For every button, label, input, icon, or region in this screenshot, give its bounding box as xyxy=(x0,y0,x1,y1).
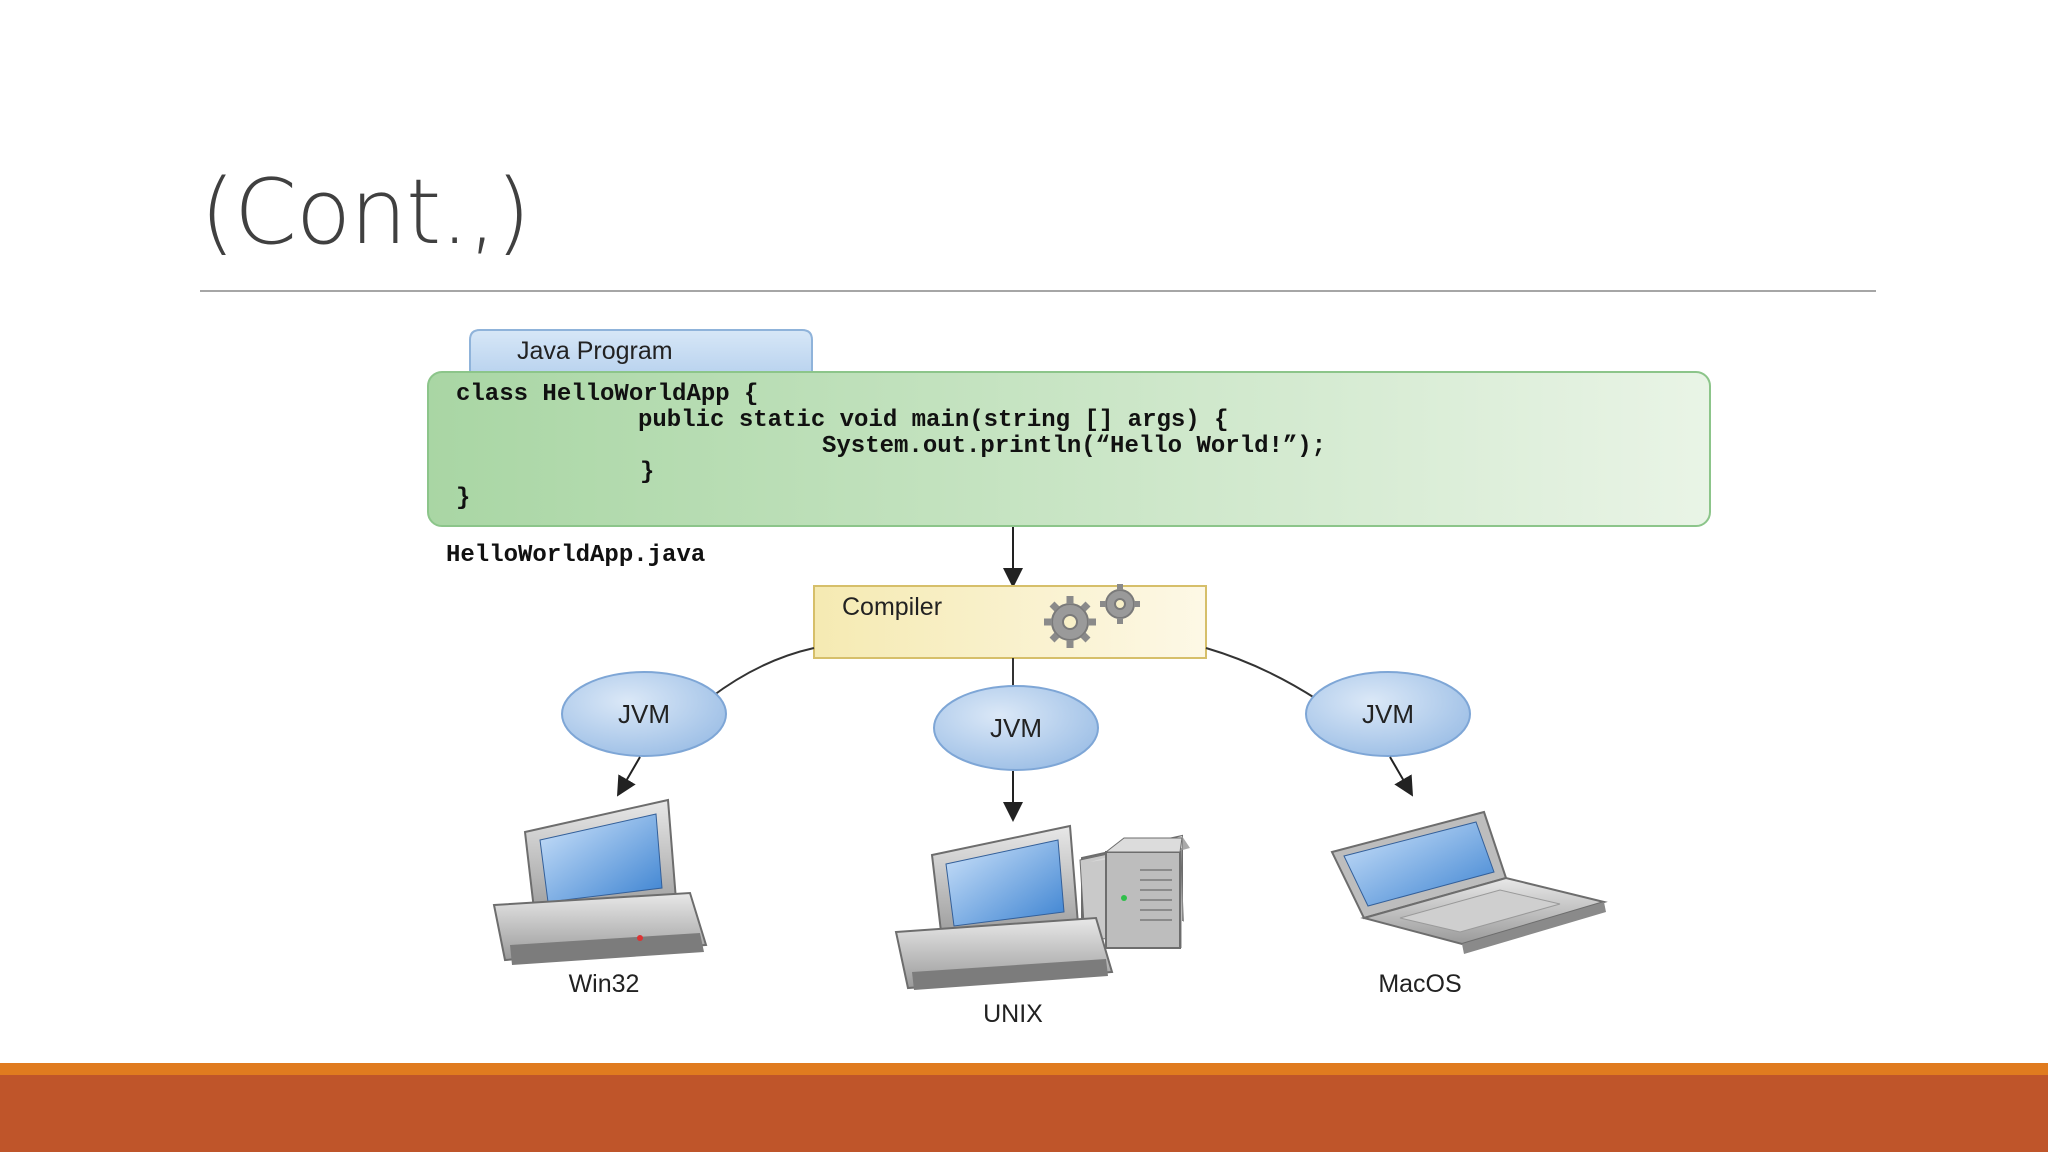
desktop-computer-icon xyxy=(492,798,708,965)
jvm-node-3: JVM xyxy=(1305,671,1471,757)
source-code-box: class HelloWorldApp { public static void… xyxy=(427,371,1711,527)
code-line-4: } xyxy=(640,459,654,486)
jvm-node-2: JVM xyxy=(933,685,1099,771)
workstation-icon xyxy=(894,824,1190,990)
compiler-box: Compiler xyxy=(813,584,1207,659)
platform-label-unix: UNIX xyxy=(983,1000,1043,1028)
connector-to-jvm-3 xyxy=(1205,647,1319,701)
connector-to-jvm-1 xyxy=(709,647,815,699)
compiler-label: Compiler xyxy=(842,593,942,621)
footer-bar xyxy=(0,1075,2048,1152)
footer-accent-stripe xyxy=(0,1063,2048,1075)
arrow-jvm-to-win32 xyxy=(616,756,641,797)
source-file-name: HelloWorldApp.java xyxy=(446,542,705,569)
java-program-tab: Java Program xyxy=(469,329,813,377)
jvm-node-1: JVM xyxy=(561,671,727,757)
title-divider xyxy=(200,290,1876,292)
laptop-icon xyxy=(1330,810,1608,954)
java-program-tab-label: Java Program xyxy=(517,337,673,365)
platform-label-win32: Win32 xyxy=(569,970,640,998)
jvm-label-1: JVM xyxy=(618,699,670,729)
code-line-5: } xyxy=(456,485,470,512)
code-line-3: System.out.println(“Hello World!”); xyxy=(822,433,1326,460)
gears-icon xyxy=(1044,584,1140,648)
code-line-2: public static void main(string [] args) … xyxy=(638,407,1229,434)
code-line-1: class HelloWorldApp { xyxy=(456,381,758,408)
jvm-label-2: JVM xyxy=(990,713,1042,743)
arrow-jvm-to-macos xyxy=(1389,756,1414,797)
platform-label-macos: MacOS xyxy=(1378,970,1461,998)
slide-title: (Cont.,) xyxy=(200,160,531,265)
jvm-label-3: JVM xyxy=(1362,699,1414,729)
